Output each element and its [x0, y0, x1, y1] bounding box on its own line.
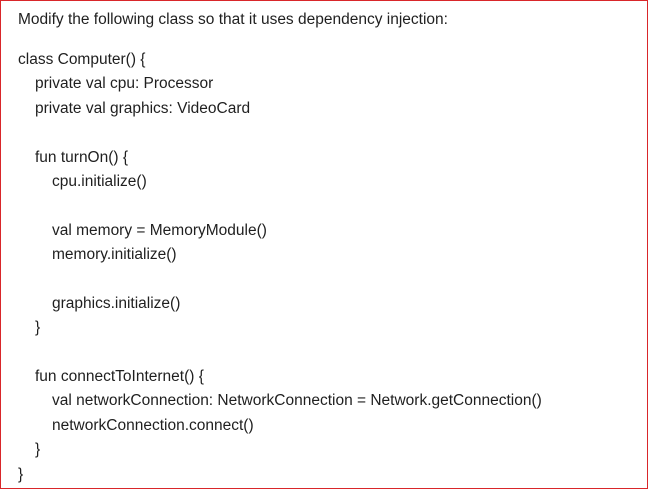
code-blank-line [18, 341, 542, 365]
code-blank-line [18, 268, 542, 292]
code-line: } [35, 441, 41, 459]
code-blank-line [18, 194, 542, 218]
code-line: val networkConnection: NetworkConnection… [52, 392, 542, 410]
code-line: } [18, 465, 24, 483]
code-line: val memory = MemoryModule() [52, 221, 267, 239]
code-line: networkConnection.connect() [52, 416, 254, 434]
code-line: graphics.initialize() [52, 294, 181, 312]
code-line: memory.initialize() [52, 246, 177, 264]
question-prompt: Modify the following class so that it us… [18, 11, 448, 28]
code-line: class Computer() { [18, 51, 146, 68]
code-line: private val cpu: Processor [35, 75, 214, 93]
code-line: private val graphics: VideoCard [35, 99, 251, 117]
code-line: fun connectToInternet() { [35, 368, 204, 386]
code-line: } [35, 319, 41, 337]
code-line: fun turnOn() { [35, 148, 129, 166]
code-blank-line [18, 121, 542, 145]
code-line: cpu.initialize() [52, 172, 147, 190]
code-snippet: class Computer() { private val cpu: Proce… [18, 48, 542, 487]
